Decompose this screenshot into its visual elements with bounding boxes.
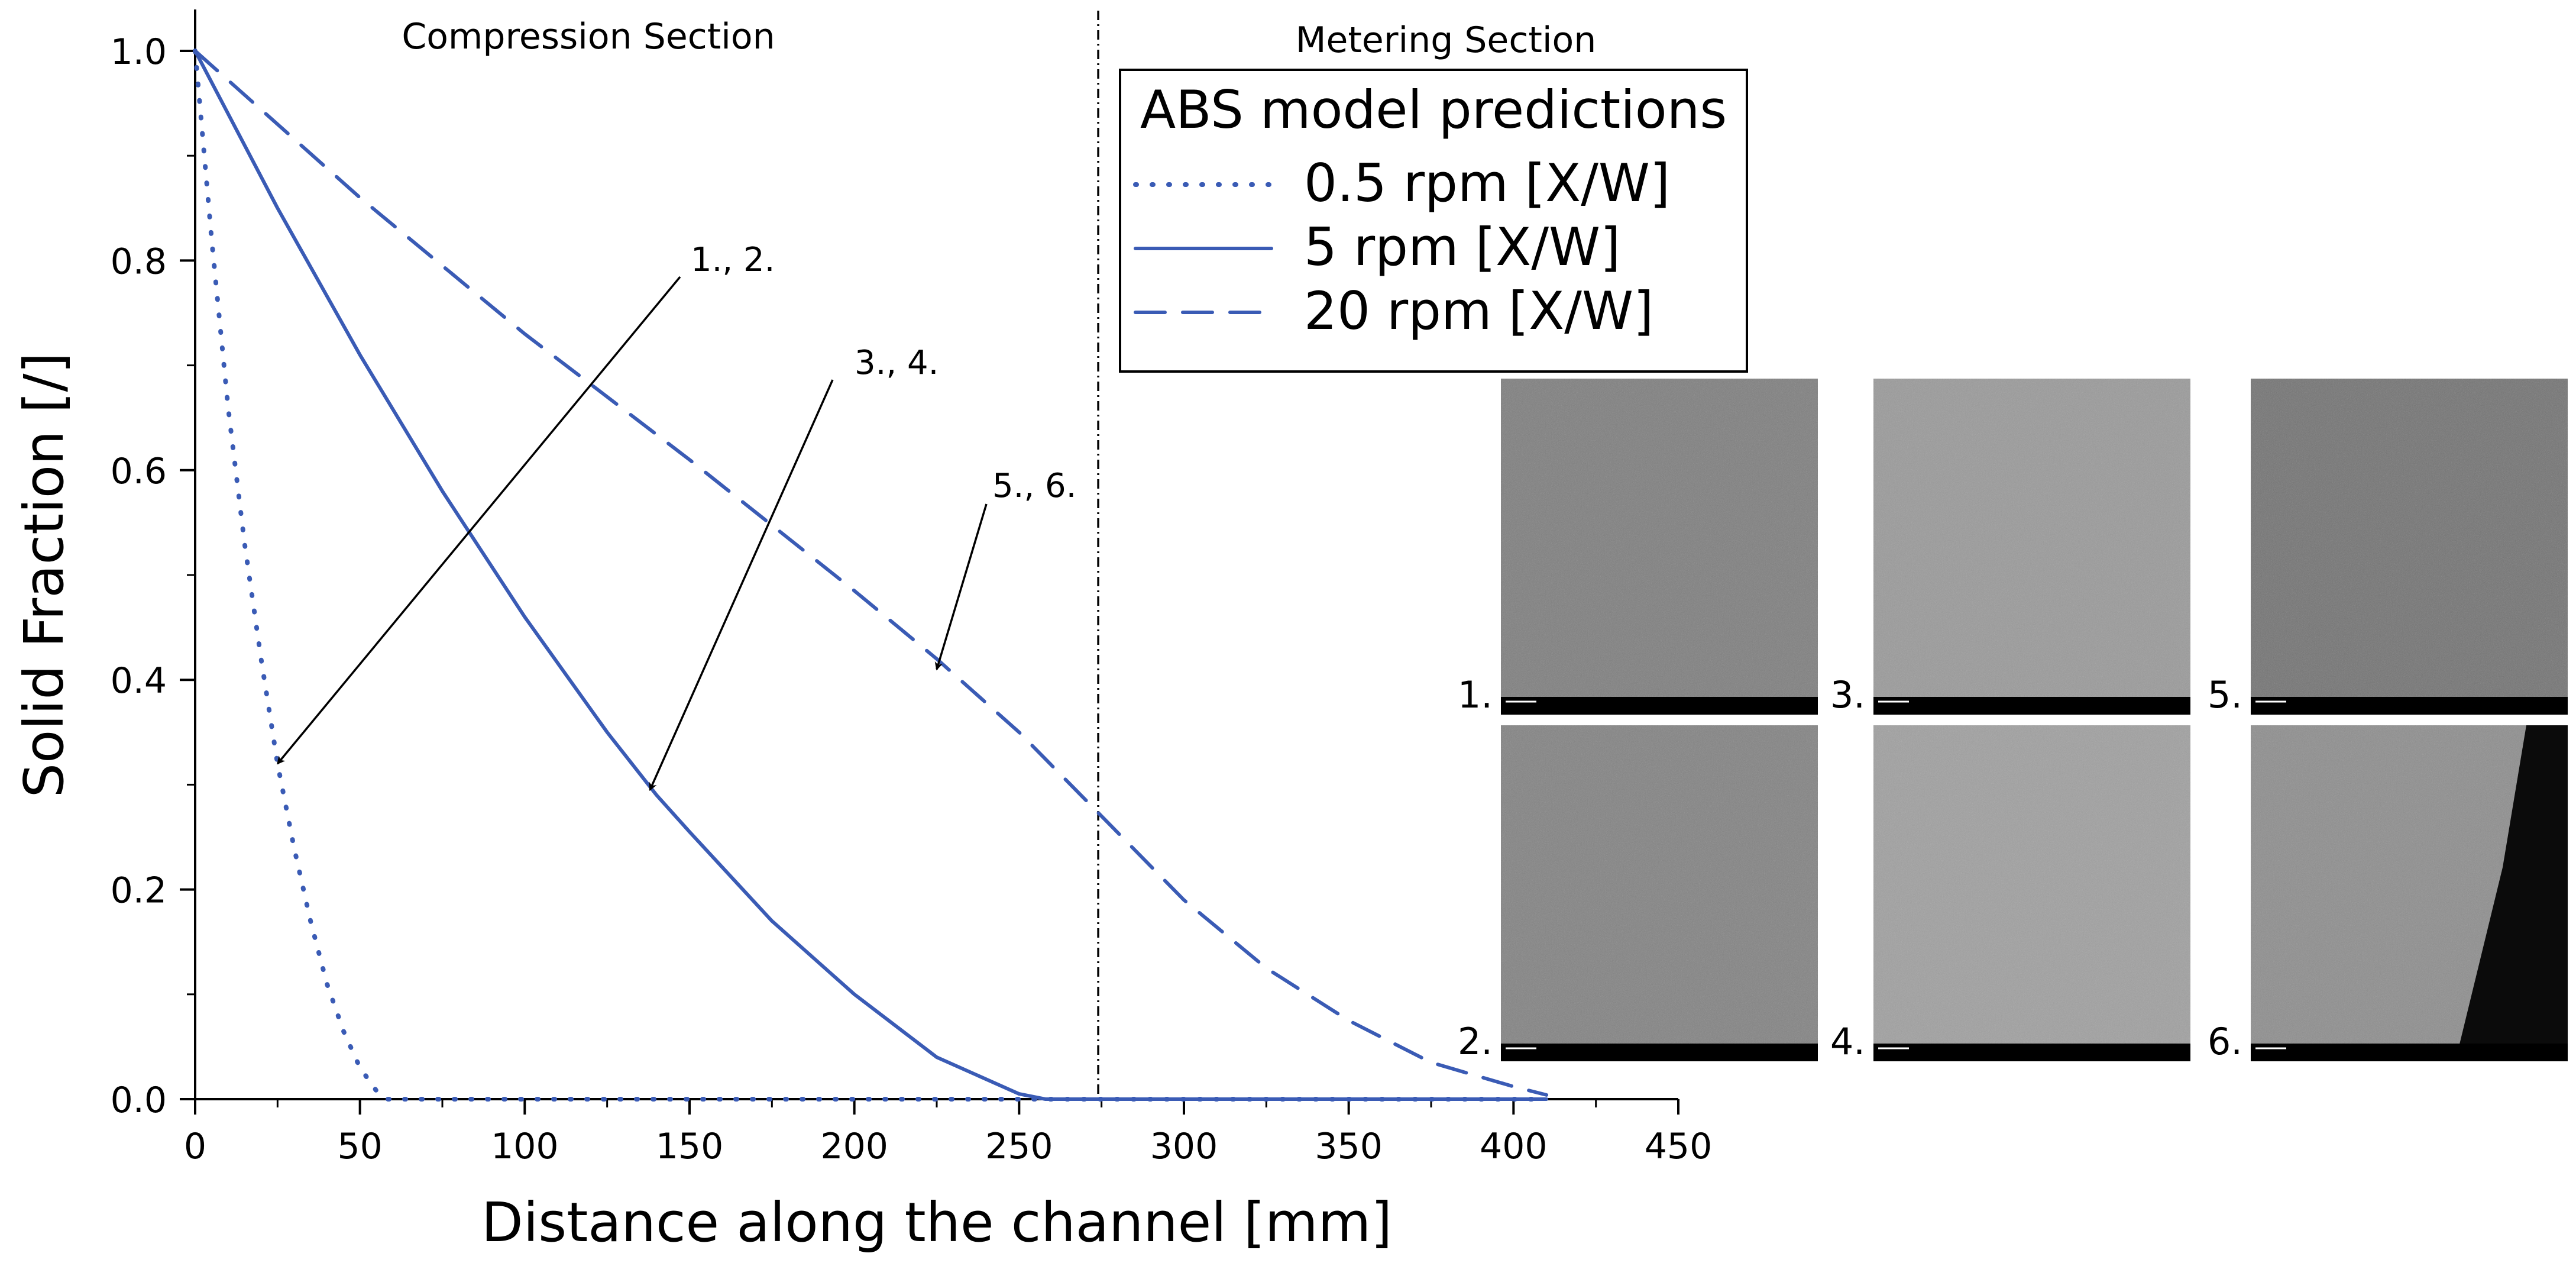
- x-tick-label: 450: [1645, 1126, 1713, 1167]
- y-tick-label: 0.0: [111, 1080, 167, 1121]
- micrograph-panel: 2.: [1458, 725, 1818, 1063]
- legend: ABS model predictions 0.5 rpm [X/W]5 rpm …: [1119, 69, 1748, 373]
- micrograph-label: 5.: [2208, 673, 2242, 716]
- series-line-1: [193, 49, 1549, 1101]
- series-layer: [193, 49, 1549, 1102]
- micrograph-label: 2.: [1458, 1020, 1493, 1063]
- micrograph-texture: [1873, 379, 2190, 715]
- x-tick-label: 350: [1315, 1126, 1383, 1167]
- micrograph-panel: 4.: [1830, 725, 2190, 1063]
- y-tick-label: 0.6: [111, 451, 167, 492]
- legend-label: 0.5 rpm [X/W]: [1304, 153, 1670, 214]
- micrograph-scale-bar: [1501, 1044, 1818, 1061]
- micrograph-panels: 1. 3. 5. 2. 4. 6.: [1458, 379, 2568, 1063]
- x-tick-label: 300: [1150, 1126, 1218, 1167]
- x-tick-label: 400: [1480, 1126, 1548, 1167]
- micrograph-texture: [1501, 379, 1818, 715]
- micrograph-panel: 6.: [2208, 725, 2568, 1063]
- y-tick-label: 1.0: [111, 31, 167, 73]
- y-tick-label: 0.8: [111, 241, 167, 282]
- annotation-arrow: [649, 379, 834, 792]
- micrograph-label: 1.: [1458, 673, 1493, 716]
- micrograph-texture: [2251, 379, 2568, 715]
- legend-label: 20 rpm [X/W]: [1304, 280, 1653, 341]
- annotation-label: 1., 2.: [691, 241, 775, 279]
- compression-section-label: Compression Section: [402, 16, 775, 57]
- micrograph-label: 6.: [2208, 1020, 2242, 1063]
- micrograph-scale-bar: [2251, 1044, 2568, 1061]
- micrograph-scale-bar: [1873, 697, 2190, 715]
- section-markers: Compression Section Metering Section: [402, 11, 1596, 1099]
- annotation-arrow: [276, 276, 681, 765]
- annotation-label: 5., 6.: [992, 467, 1076, 505]
- micrograph-scale-bar: [1501, 697, 1818, 715]
- micrograph-scale-bar: [1873, 1044, 2190, 1061]
- series-line-2: [193, 49, 1549, 1097]
- annotation-label: 3., 4.: [855, 344, 939, 382]
- y-axis-title: Solid Fraction [/]: [12, 353, 76, 798]
- y-tick-label: 0.2: [111, 870, 167, 912]
- x-tick-label: 0: [184, 1126, 206, 1167]
- x-tick-label: 250: [985, 1126, 1053, 1167]
- micrograph-scale-bar: [2251, 697, 2568, 715]
- x-tick-label: 50: [337, 1126, 382, 1167]
- annotation-arrow: [934, 503, 988, 671]
- micrograph-texture: [1873, 725, 2190, 1061]
- legend-title: ABS model predictions: [1140, 79, 1727, 140]
- legend-box: [1119, 69, 1748, 373]
- micrograph-label: 4.: [1830, 1020, 1865, 1063]
- x-tick-label: 150: [656, 1126, 724, 1167]
- legend-label: 5 rpm [X/W]: [1304, 217, 1620, 277]
- micrograph-panel: 3.: [1830, 379, 2190, 716]
- plot-axes: 0 50 100 150 200 250 300 350 400 450 0.0 0.2 0.4 0.6 0…: [12, 9, 1712, 1254]
- micrograph-panel: 5.: [2208, 379, 2568, 716]
- metering-section-label: Metering Section: [1296, 20, 1597, 61]
- x-tick-label: 100: [491, 1126, 559, 1167]
- micrograph-dark-region: [2455, 725, 2568, 1061]
- micrograph-label: 3.: [1830, 673, 1865, 716]
- x-axis-title: Distance along the channel [mm]: [481, 1191, 1392, 1254]
- annotation-layer: 1., 2. 3., 4. 5., 6.: [276, 241, 1076, 792]
- micrograph-panel: 1.: [1458, 379, 1818, 716]
- micrograph-texture: [1501, 725, 1818, 1061]
- x-tick-label: 200: [820, 1126, 888, 1167]
- y-tick-label: 0.4: [111, 660, 167, 702]
